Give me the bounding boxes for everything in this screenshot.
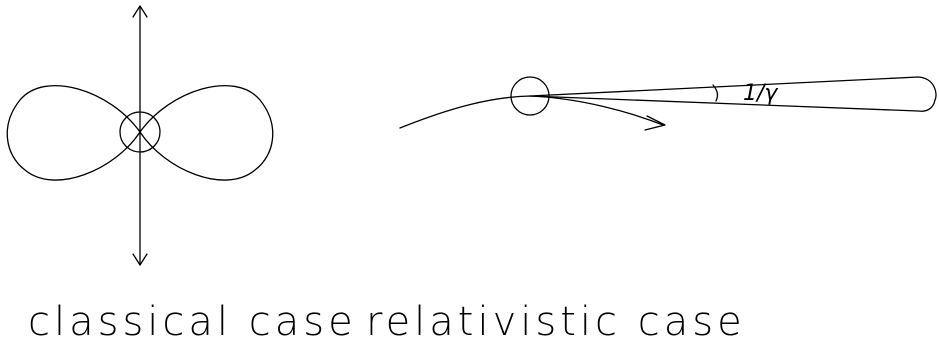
relativistic-beam-lobe bbox=[530, 77, 936, 111]
opening-angle-label: 1/γ bbox=[743, 81, 778, 106]
relativistic-panel: 1/γ relativistic case bbox=[366, 77, 936, 345]
classical-caption: classical case bbox=[28, 299, 357, 345]
relativistic-caption: relativistic case bbox=[366, 299, 746, 345]
classical-panel: classical case bbox=[7, 6, 356, 345]
relativistic-trajectory bbox=[400, 96, 663, 128]
trajectory-arrowhead bbox=[645, 116, 665, 130]
